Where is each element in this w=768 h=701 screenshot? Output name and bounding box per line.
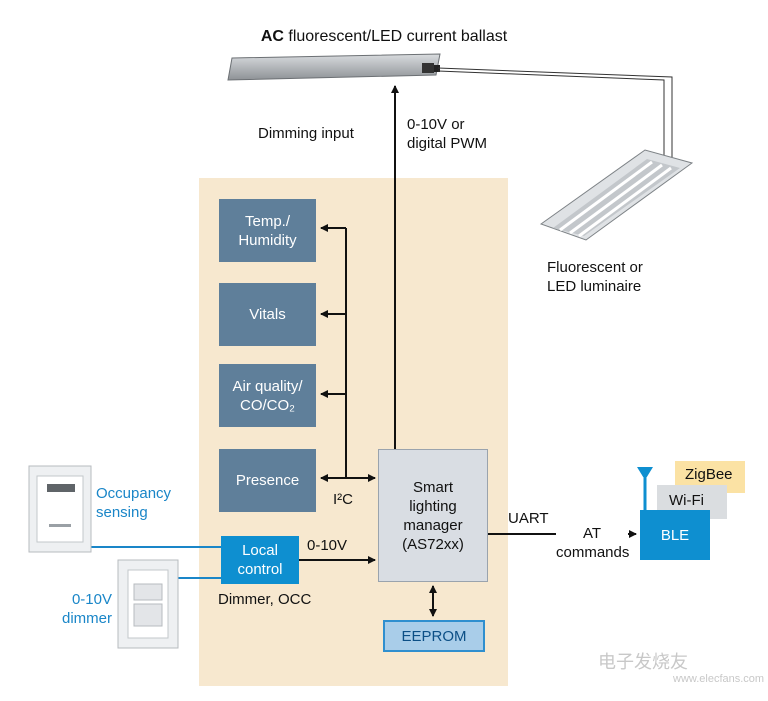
sensor-4-line-1: Presence [235,472,300,489]
title-rest: fluorescent/LED current ballast [283,28,508,45]
zero-ten-label: 0-10V [307,537,348,554]
watermark-text: 电子发烧友 [598,652,688,672]
manager-line-1: Smart [412,478,453,496]
dimmer-line-2: dimmer [61,610,112,627]
local-control-line-2: control [237,561,283,578]
at-line-2: commands [556,544,630,561]
watermark-url: www.elecfans.com [673,673,765,685]
sensor-3-line-1: Air quality/ [232,377,303,395]
luminaire-fixture [539,149,694,241]
presence-block: Presence [219,449,316,512]
sensor-1-line-1: Temp./ [244,212,290,230]
air-quality-block: Air quality/ CO/CO₂ [219,364,316,427]
manager-line-3: manager [403,516,463,534]
local-control-line-1: Local [242,542,278,559]
luminaire-label: Fluorescent or LED luminaire [547,258,643,296]
ballast-device [227,53,441,81]
smart-lighting-manager: Smart lighting manager (AS72xx) [378,449,488,582]
controller-panel [199,178,508,686]
i2c-label: I²C [333,491,353,508]
occupancy-sensor-device [28,465,92,553]
manager-line-4: (AS72xx) [402,535,464,553]
local-control-block: Local control [221,536,299,584]
at-commands-label: AT commands [556,524,630,562]
manager-line-2: lighting [409,497,457,515]
dimmer-device [117,559,179,649]
dimmer-line-1: 0-10V [71,591,112,608]
dimming-signal-line-2: digital PWM [407,135,488,152]
occupancy-label: Occupancy sensing [96,484,171,522]
luminaire-line-2: LED luminaire [547,278,642,295]
sensor-1-line-2: Humidity [238,231,297,249]
at-line-1: AT [582,525,602,542]
sensor-3-line-2: CO/CO₂ [240,396,295,414]
ballast-title: AC fluorescent/LED current ballast [0,28,768,46]
title-bold: AC [260,28,284,45]
occupancy-line-2: sensing [96,504,148,521]
occupancy-line-1: Occupancy [96,485,172,502]
antenna-icon [637,467,653,510]
eeprom-block: EEPROM [383,620,485,652]
temp-humidity-block: Temp./ Humidity [219,199,316,262]
uart-label: UART [508,510,549,527]
luminaire-line-1: Fluorescent or [547,259,643,276]
dimming-input-label: Dimming input [258,125,354,142]
vitals-block: Vitals [219,283,316,346]
dimming-signal-line-1: 0-10V or [407,116,465,133]
dimmer-label: 0-10V dimmer [40,590,112,628]
dimming-signal-label: 0-10V or digital PWM [407,115,487,153]
dimmer-occ-label: Dimmer, OCC [218,591,312,608]
sensor-2-line-1: Vitals [249,306,286,323]
ble-block: BLE [640,510,710,560]
